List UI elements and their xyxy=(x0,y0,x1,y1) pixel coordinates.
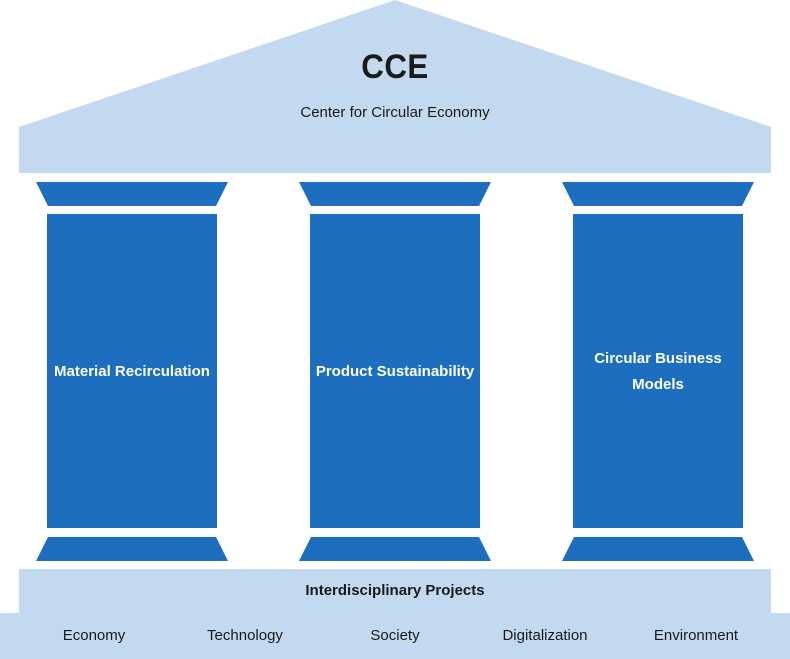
pillar-1-capital xyxy=(36,182,228,206)
pillar-2-label: Product Sustainability xyxy=(310,340,480,404)
category-environment: Environment xyxy=(653,627,739,644)
category-digitalization: Digitalization xyxy=(502,627,588,644)
pillar-2-label-text: Product Sustainability xyxy=(315,363,475,380)
foundation-title: Interdisciplinary Projects xyxy=(305,582,485,599)
category-technology: Technology xyxy=(207,627,283,644)
category-economy: Economy xyxy=(62,627,126,644)
pillar-3-label-text: Circular Business Models xyxy=(594,350,722,393)
roof-title: CCE xyxy=(361,48,429,86)
pillar-1-label-text: Material Recirculation xyxy=(54,363,210,380)
pillar-2-base xyxy=(299,537,491,561)
pillar-2-shaft xyxy=(310,214,480,528)
foundation-lower xyxy=(0,613,790,659)
foundation-upper xyxy=(19,569,771,613)
pillar-3-capital xyxy=(562,182,754,206)
pillar-2-capital xyxy=(299,182,491,206)
pillar-3-base xyxy=(562,537,754,561)
pillar-1-base xyxy=(36,537,228,561)
pillar-1-label: Material Recirculation xyxy=(47,340,217,404)
roof-pediment xyxy=(19,0,771,173)
pillar-3-shaft xyxy=(573,214,743,528)
pillar-1-shaft xyxy=(47,214,217,528)
roof-subtitle: Center for Circular Economy xyxy=(300,104,490,121)
pillar-3-label: Circular Business Models xyxy=(573,340,743,404)
category-society: Society xyxy=(370,627,420,644)
